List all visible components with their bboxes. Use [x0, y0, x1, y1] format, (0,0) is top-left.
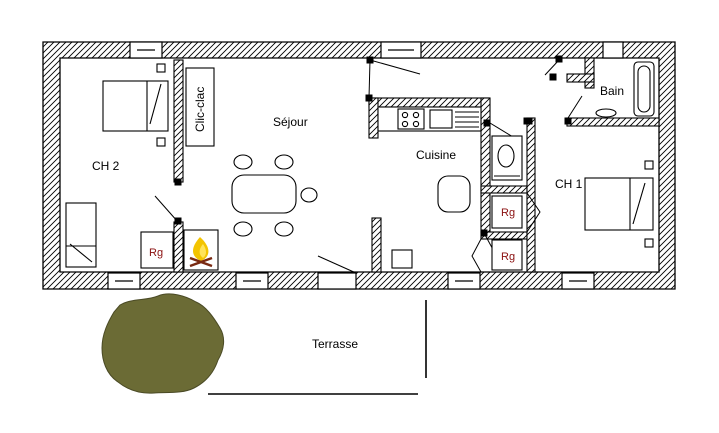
single-bed: [65, 202, 97, 268]
stove-icon: [397, 108, 425, 130]
bed-ch1: [584, 160, 654, 248]
room-label-bain: Bain: [600, 84, 624, 98]
sink-icon: [429, 109, 453, 129]
rg-label-3: Rg: [501, 251, 515, 263]
kitchen-counter: [377, 106, 482, 269]
clic-clac-label: Clic-clac: [193, 87, 207, 132]
bathtub-icon: [595, 61, 655, 118]
closet-doors: [471, 192, 541, 273]
dining-table: [231, 154, 318, 237]
doors: [154, 55, 583, 274]
room-label-terrasse: Terrasse: [312, 337, 358, 351]
room-label-sejour: Séjour: [273, 115, 308, 129]
room-label-ch2: CH 2: [92, 159, 120, 173]
outer-walls: [42, 41, 676, 290]
rg-label-1: Rg: [149, 247, 163, 259]
room-label-ch1: CH 1: [555, 177, 583, 191]
toilet-icon: [491, 135, 523, 181]
rg-units: Rg Rg Rg: [140, 195, 523, 271]
clic-clac-sofa: Clic-clac: [185, 67, 215, 147]
fireplace-icon: [183, 229, 219, 271]
terrace-outline: [208, 300, 427, 395]
tree-icon: [101, 293, 225, 394]
room-label-cuisine: Cuisine: [416, 148, 456, 162]
bed-ch2: [102, 63, 169, 147]
room-labels: Séjour Cuisine Bain CH 1 CH 2 Terrasse: [92, 84, 624, 351]
windows: [107, 41, 624, 290]
rg-label-2: Rg: [501, 207, 515, 219]
